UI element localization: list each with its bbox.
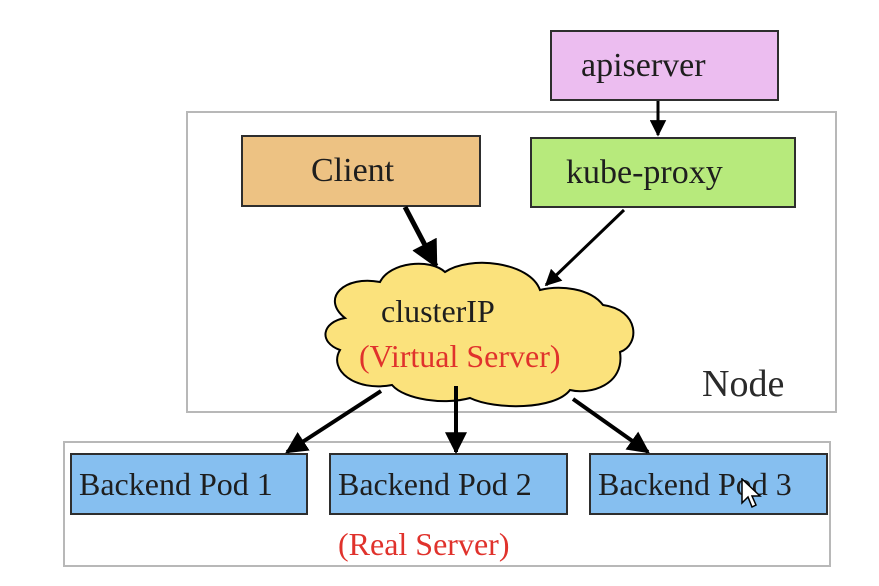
client-label: Client: [311, 152, 395, 189]
node-frame-label: Node: [702, 363, 785, 405]
kube-proxy-box[interactable]: kube-proxy: [530, 137, 796, 208]
edge-cluster-ip-pod-1: [285, 389, 383, 454]
virtual-server-label: (Virtual Server): [359, 338, 561, 374]
client-box[interactable]: Client: [241, 135, 481, 207]
backend-pod-1[interactable]: Backend Pod 1: [70, 453, 308, 515]
apiserver-box[interactable]: apiserver: [550, 30, 779, 101]
backend-pod-2-label: Backend Pod 2: [338, 465, 532, 502]
real-server-label: (Real Server): [338, 526, 510, 562]
mouse-cursor-icon: [741, 478, 762, 509]
kube-proxy-label: kube-proxy: [566, 153, 723, 191]
edge-kube-proxy-cluster-ip: [544, 208, 626, 287]
apiserver-label: apiserver: [581, 46, 706, 84]
backend-pod-2[interactable]: Backend Pod 2: [329, 453, 568, 515]
cluster-ip-label: clusterIP: [381, 293, 495, 329]
backend-pod-3[interactable]: Backend Pod 3: [589, 453, 828, 515]
edge-cluster-ip-pod-3: [571, 397, 650, 454]
backend-pod-1-label: Backend Pod 1: [79, 465, 273, 502]
cluster-ip-cloud: [324, 261, 635, 408]
edge-client-cluster-ip: [402, 205, 439, 269]
